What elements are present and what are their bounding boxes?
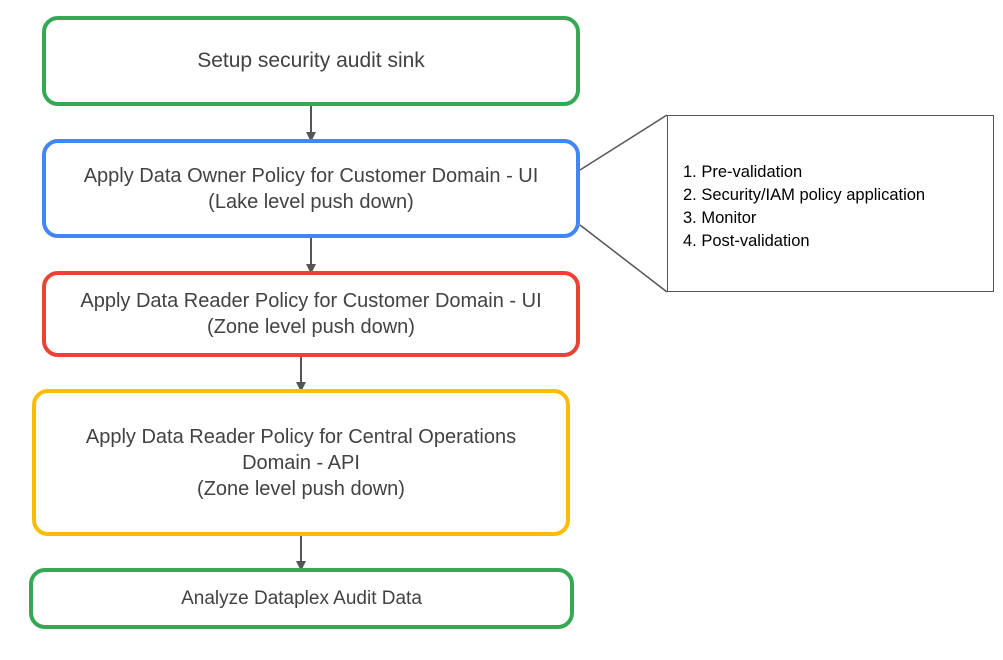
callout-leader-top: [579, 114, 668, 171]
step-label-line: Domain - API: [242, 451, 360, 474]
step-label-line: (Zone level push down): [207, 316, 415, 338]
process-step-item: 1. Pre-validation: [683, 163, 803, 181]
step-label-line: (Lake level push down): [208, 190, 414, 213]
step-label: Setup security audit sink: [197, 48, 425, 74]
step-data-reader-policy-customer: Apply Data Reader Policy for Customer Do…: [42, 271, 580, 357]
step-label: Apply Data Owner Policy for Customer Dom…: [84, 163, 539, 215]
process-step-item: 4. Post-validation: [683, 232, 810, 250]
step-label: Apply Data Reader Policy for Central Ope…: [86, 424, 516, 502]
process-steps-list: 1. Pre-validation 2. Security/IAM policy…: [683, 161, 993, 253]
process-step-item: 2. Security/IAM policy application: [683, 186, 926, 204]
process-callout: 1. Pre-validation 2. Security/IAM policy…: [667, 115, 994, 292]
step-analyze-audit-data: Analyze Dataplex Audit Data: [29, 568, 574, 629]
step-label-line: Setup security audit sink: [197, 49, 425, 72]
step-label-line: Apply Data Reader Policy for Customer Do…: [80, 290, 542, 312]
step-label-line: Apply Data Owner Policy for Customer Dom…: [83, 164, 539, 187]
step-data-reader-policy-central-ops: Apply Data Reader Policy for Central Ope…: [32, 389, 570, 536]
step-data-owner-policy: Apply Data Owner Policy for Customer Dom…: [42, 139, 580, 238]
callout-leader-bottom: [579, 224, 668, 293]
step-setup-audit-sink: Setup security audit sink: [42, 16, 580, 106]
step-label: Analyze Dataplex Audit Data: [181, 586, 422, 612]
step-label: Apply Data Reader Policy for Customer Do…: [80, 288, 541, 340]
step-label-line: Apply Data Reader Policy for Central Ope…: [85, 425, 517, 448]
process-step-item: 3. Monitor: [683, 209, 757, 227]
step-label-line: Analyze Dataplex Audit Data: [181, 587, 422, 609]
step-label-line: (Zone level push down): [197, 477, 405, 500]
